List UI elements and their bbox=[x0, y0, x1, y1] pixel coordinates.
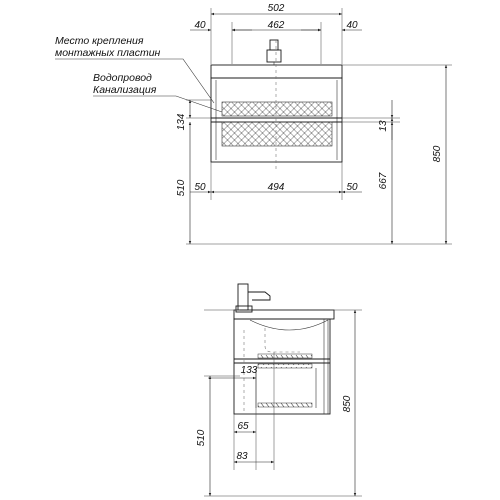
faucet-icon bbox=[266, 39, 282, 65]
dim-13-label: 13 bbox=[378, 120, 389, 132]
dim-134-label: 134 bbox=[176, 113, 187, 130]
basin-top bbox=[210, 64, 343, 79]
note-mount-line2: монтажных пластин bbox=[55, 47, 161, 59]
note-sewer: Канализация bbox=[93, 84, 157, 96]
front-view: 502 40 462 40 bbox=[55, 3, 452, 245]
dim-65-label: 65 bbox=[237, 421, 249, 432]
dim-502-label: 502 bbox=[268, 3, 285, 14]
cabinet-body bbox=[210, 77, 343, 163]
dim-850-label: 850 bbox=[432, 145, 443, 162]
faucet-side-icon bbox=[235, 283, 271, 313]
plumbing-zone-lower bbox=[221, 121, 333, 147]
dim-462-label: 462 bbox=[268, 20, 285, 31]
dim-50-right-label: 50 bbox=[346, 182, 358, 193]
side-slot-lower bbox=[257, 402, 313, 408]
dim-510-label: 510 bbox=[176, 179, 187, 196]
dim-510-side-label: 510 bbox=[196, 429, 207, 446]
dim-133-label: 133 bbox=[241, 365, 258, 376]
dim-667-label: 667 bbox=[378, 172, 389, 189]
note-water: Водопровод bbox=[93, 72, 152, 84]
side-top-slab bbox=[233, 309, 335, 320]
dim-40-left-label: 40 bbox=[194, 20, 206, 31]
side-slot-mid bbox=[257, 363, 313, 369]
side-view: 133 65 83 510 850 bbox=[196, 283, 362, 497]
dim-50-left-label: 50 bbox=[194, 182, 206, 193]
plumbing-zone-upper bbox=[221, 101, 333, 117]
side-slot-upper bbox=[257, 353, 313, 359]
dim-494-label: 494 bbox=[268, 182, 285, 193]
note-mount-line1: Место крепления bbox=[55, 35, 144, 47]
side-cabinet bbox=[233, 318, 331, 415]
dim-40-right-label: 40 bbox=[346, 20, 358, 31]
dim-83-label: 83 bbox=[236, 451, 248, 462]
dim-850-side-label: 850 bbox=[342, 395, 353, 412]
